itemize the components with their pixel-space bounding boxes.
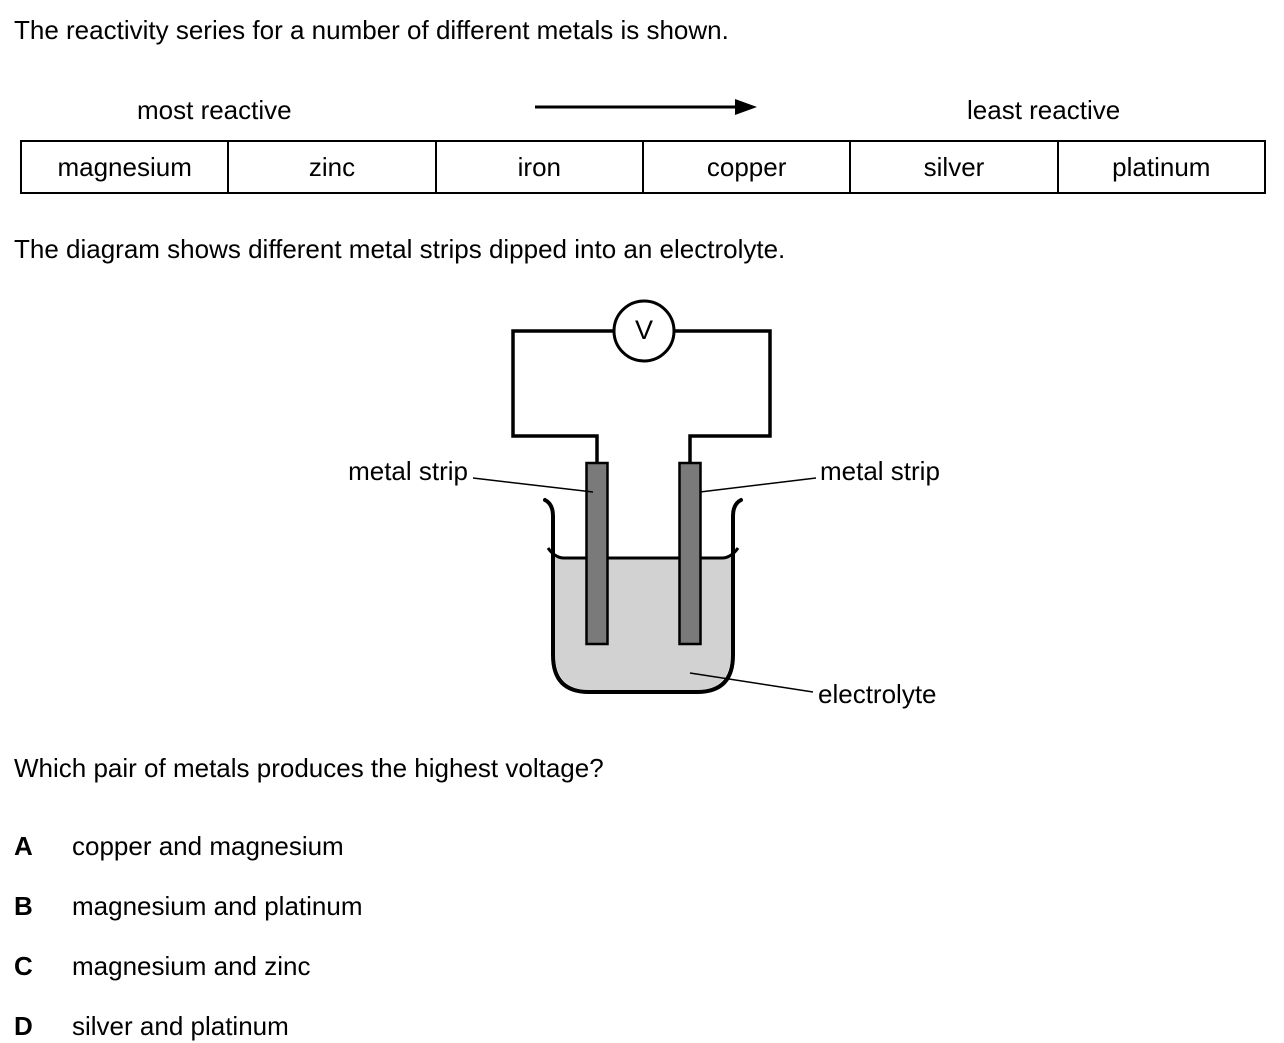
metal-cell: silver	[849, 142, 1056, 192]
answer-options: A copper and magnesium B magnesium and p…	[14, 816, 914, 1043]
beaker	[543, 498, 743, 694]
metal-strip-left	[585, 461, 609, 646]
pointer-line-electrolyte	[689, 672, 814, 693]
option-letter: B	[14, 890, 33, 921]
pointer-line-left-strip	[472, 477, 594, 493]
option-row-b: B magnesium and platinum	[14, 876, 914, 936]
arrowhead-icon	[735, 99, 757, 115]
metal-strip-label-left: metal strip	[348, 456, 468, 486]
most-reactive-label: most reactive	[137, 95, 292, 125]
voltmeter-label: V	[634, 315, 653, 345]
electrolyte-surface-line	[546, 547, 740, 560]
pointer-line-right-strip	[699, 477, 817, 493]
question-text: Which pair of metals produces the highes…	[14, 753, 604, 783]
intro-text: The reactivity series for a number of di…	[14, 15, 729, 45]
diagram-intro-text: The diagram shows different metal strips…	[14, 234, 786, 264]
wire-left	[511, 329, 614, 465]
option-text: copper and magnesium	[72, 830, 344, 861]
option-row-c: C magnesium and zinc	[14, 936, 914, 996]
option-text: magnesium and platinum	[72, 890, 363, 921]
option-row-d: D silver and platinum	[14, 996, 914, 1043]
electrolyte-fill	[555, 558, 731, 690]
option-row-a: A copper and magnesium	[14, 816, 914, 876]
metal-cell: copper	[641, 142, 849, 192]
reactivity-arrow	[535, 99, 757, 115]
option-letter: A	[14, 830, 33, 861]
metal-cell: iron	[434, 142, 642, 192]
option-text: magnesium and zinc	[72, 950, 311, 981]
metal-cell: platinum	[1056, 142, 1264, 192]
reactivity-table: magnesium zinc iron copper silver platin…	[20, 140, 1266, 194]
metal-strip-right	[678, 461, 702, 646]
metal-cell: zinc	[227, 142, 434, 192]
wire-right	[674, 329, 772, 465]
least-reactive-label: least reactive	[967, 95, 1121, 125]
electrolyte-label: electrolyte	[818, 679, 937, 709]
option-letter: C	[14, 950, 33, 981]
metal-strip-label-right: metal strip	[820, 456, 940, 486]
metal-cell: magnesium	[57, 151, 192, 182]
option-letter: D	[14, 1010, 33, 1041]
option-text: silver and platinum	[72, 1010, 289, 1041]
